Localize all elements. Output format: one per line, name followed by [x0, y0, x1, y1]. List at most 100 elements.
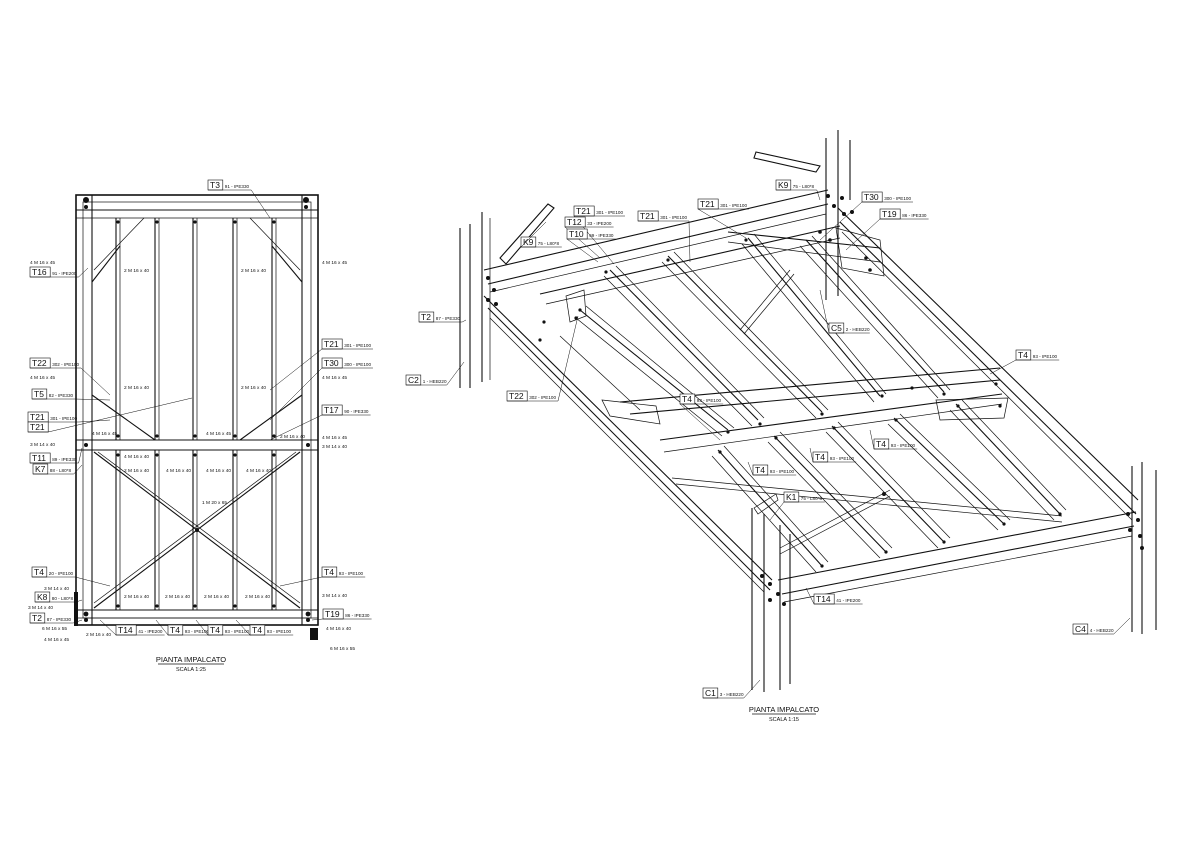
- bolt-spec-note: 4 M 16 x 45: [322, 375, 347, 381]
- plan-tag: T4: [170, 625, 180, 635]
- plan-tag: T4: [324, 567, 334, 577]
- plan-member-label: T16 91 - IPE200: [29, 266, 89, 278]
- iso-member-label: T4 93 - IPE100: [869, 429, 918, 450]
- plan-leader-line: [75, 599, 83, 603]
- plan-leader-line: [235, 619, 251, 636]
- plan-tag: T4: [252, 625, 262, 635]
- iso-tag: T4: [682, 394, 692, 404]
- iso-member-desc: 301 - IPE100: [596, 210, 623, 215]
- iso-view-scale: SCALA 1:15: [769, 717, 799, 723]
- iso-member-desc: 300 - IPE100: [884, 196, 911, 201]
- iso-leader-line: [819, 201, 863, 241]
- iso-bolts: [486, 194, 1144, 606]
- iso-member-desc: 93 - IPE100: [830, 456, 855, 461]
- bolt-spec-note: 3 M 14 x 40: [322, 593, 347, 599]
- plan-member-desc: 90 - IPE330: [344, 409, 369, 414]
- iso-tag: T21: [640, 211, 655, 221]
- iso-member-desc: 302 - IPE100: [529, 395, 556, 400]
- iso-tag: T4: [815, 452, 825, 462]
- plan-leader-line: [250, 189, 271, 219]
- bolt-spec-note: 2 M 16 x 40: [86, 632, 111, 638]
- plan-tag: T2: [32, 613, 42, 623]
- iso-member-desc: 75 - L80*8: [793, 184, 815, 189]
- bolt-spec-note: 2 M 16 x 40: [124, 385, 149, 391]
- bolt-spec-note: 4 M 16 x 40: [206, 468, 231, 474]
- plan-leader-line: [75, 398, 111, 401]
- plan-tag: T14: [118, 625, 133, 635]
- plan-leader-line: [269, 414, 323, 441]
- iso-tag: K1: [786, 492, 797, 502]
- plan-bolt-notes-layer: 4 M 16 x 45 2 M 16 x 40 2 M 16 x 40 4 M 16 …: [28, 260, 355, 652]
- iso-member-desc: 4 - HEB220: [1090, 628, 1114, 633]
- plan-leader-line: [75, 576, 111, 587]
- plan-leader-line: [279, 576, 323, 587]
- plan-view-scale: SCALA 1:25: [176, 667, 206, 673]
- bolt-spec-note: 4 M 16 x 45: [322, 435, 347, 441]
- iso-tag: T21: [576, 206, 591, 216]
- plan-tag: T4: [210, 625, 220, 635]
- iso-member-desc: 93 - IPE100: [891, 443, 916, 448]
- plan-bolts: [74, 197, 318, 640]
- iso-leader-line: [462, 319, 467, 323]
- plan-tag: T5: [34, 389, 44, 399]
- bolt-spec-note: 2 M 16 x 40: [124, 594, 149, 600]
- iso-tag: T4: [876, 439, 886, 449]
- plan-tag: T21: [30, 422, 45, 432]
- bolt-spec-note: 1 M 20 x 65: [202, 500, 227, 506]
- plan-member-desc: 82 - IPE330: [49, 393, 74, 398]
- bolt-spec-note: 2 M 16 x 40: [241, 268, 266, 274]
- iso-leader-line: [869, 429, 875, 450]
- plan-view-title: PIANTA IMPALCATO: [156, 655, 226, 664]
- bolt-spec-note: 4 M 16 x 45: [30, 260, 55, 266]
- plan-leader-line: [73, 464, 83, 475]
- iso-member-desc: 87 - IPE330: [436, 316, 461, 321]
- plan-tag: T21: [324, 339, 339, 349]
- plan-tag: T17: [324, 405, 339, 415]
- iso-member-desc: 301 - IPE100: [720, 203, 747, 208]
- iso-leader-line: [805, 587, 815, 605]
- plan-leader-line: [48, 397, 193, 433]
- plan-member-desc: 93 - IPE100: [185, 629, 210, 634]
- iso-leader-line: [679, 403, 721, 441]
- bolt-spec-note: 3 M 14 x 40: [322, 444, 347, 450]
- plan-member-label: T4 93 - IPE100: [155, 619, 212, 636]
- iso-member-label: K9 75 - L80*8: [775, 179, 821, 201]
- plan-tag: T16: [32, 267, 47, 277]
- iso-tag: T14: [816, 594, 831, 604]
- plan-member-label: T5 82 - IPE330: [31, 388, 111, 401]
- plan-member-desc: 93 - IPE100: [225, 629, 250, 634]
- iso-leader-line: [845, 218, 881, 251]
- iso-tag: K9: [778, 180, 789, 190]
- iso-tag: T19: [882, 209, 897, 219]
- iso-leader-line: [446, 361, 465, 386]
- bolt-spec-note: 3 M 14 x 40: [30, 442, 55, 448]
- iso-leader-line: [566, 238, 599, 263]
- bolt-spec-note: 2 M 16 x 40: [165, 594, 190, 600]
- bolt-spec-note: 6 M 16 x 55: [42, 626, 67, 632]
- plan-member-desc: 91 - IPE200: [52, 271, 77, 276]
- iso-tag: T10: [569, 229, 584, 239]
- bolt-spec-note: 4 M 16 x 40: [246, 468, 271, 474]
- iso-leader-line: [809, 447, 814, 463]
- plan-tag: T22: [32, 358, 47, 368]
- iso-member-desc: 3 - HEB220: [720, 692, 744, 697]
- iso-tag: T4: [755, 465, 765, 475]
